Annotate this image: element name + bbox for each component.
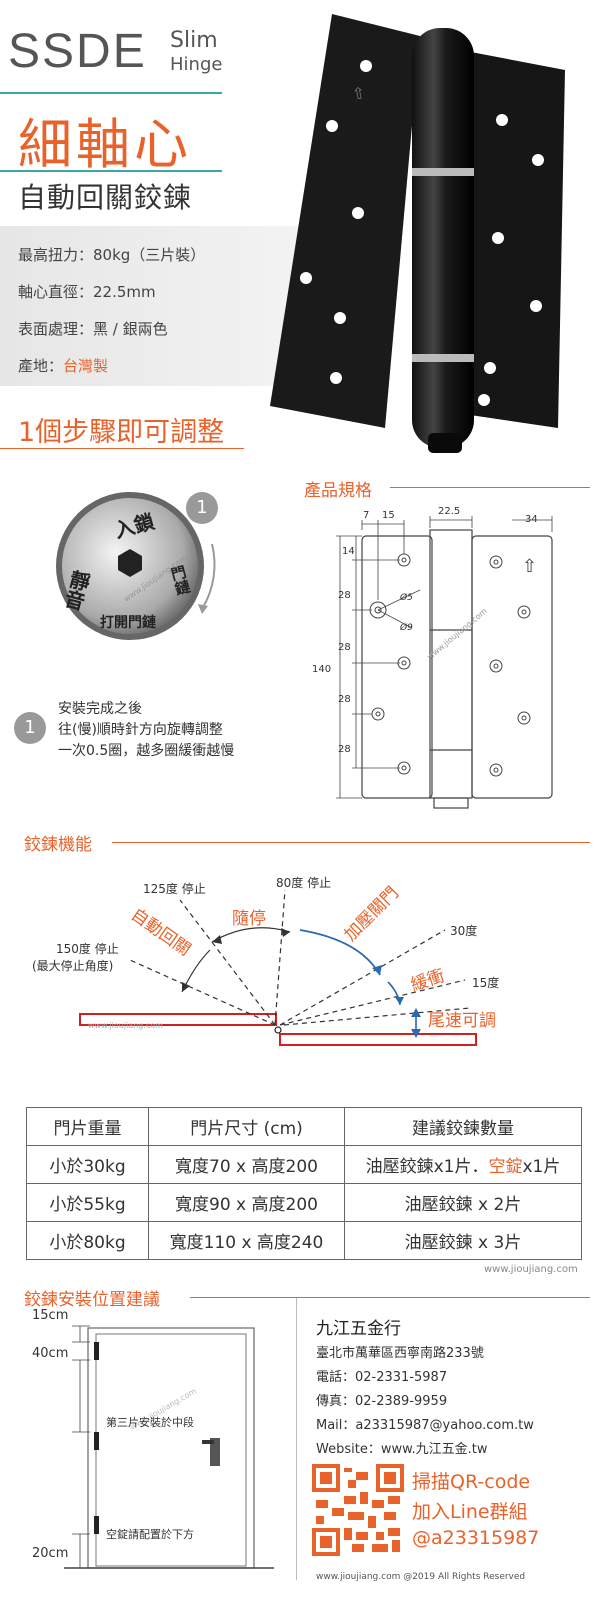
qr-line-3: @a23315987 (412, 1527, 540, 1549)
dim-d1: Ø5 (399, 592, 413, 603)
table-cell-weight: 小於30kg (26, 1145, 149, 1184)
function-heading: 鉸鍊機能 (24, 835, 92, 855)
install-dim-mid: 40cm (32, 1346, 69, 1361)
install-note-bottom: 空錠請配置於下方 (106, 1528, 194, 1541)
table-cell-qty: 油壓鉸鍊 x 3片 (344, 1221, 582, 1260)
spec-torque: 最高扭力：80kg（三片裝） (18, 246, 206, 264)
dim-w2: 15 (382, 510, 395, 521)
label-stop150-note: (最大停止角度) (32, 959, 114, 973)
company-website: Website：www.九江五金.tw (316, 1442, 488, 1457)
knob-label-bottom: 打開門鏈 (100, 615, 156, 631)
table-row: 小於80kg 寬度110 x 高度240 油壓鉸鍊 x 3片 (26, 1221, 582, 1260)
company-phone: 電話：02-2331-5987 (316, 1370, 448, 1385)
qr-line-2: 加入Line群組 (412, 1501, 528, 1523)
spec-diameter: 軸心直徑：22.5mm (18, 283, 156, 301)
adjust-instruction-2: 往(慢)順時針方向旋轉調整 (58, 722, 223, 738)
qr-code[interactable] (312, 1464, 404, 1556)
spec-heading: 產品規格 (304, 481, 372, 501)
dim-w4: 34 (525, 514, 538, 525)
table-header: 建議鉸鍊數量 (344, 1107, 582, 1146)
table-header-row: 門片重量 門片尺寸 (cm) 建議鉸鍊數量 (26, 1107, 582, 1146)
step-badge-top: 1 (186, 492, 218, 524)
table-cell-weight: 小於80kg (26, 1221, 149, 1260)
dim-h2: 28 (338, 590, 351, 601)
label-random-stop: 隨停 (232, 909, 266, 929)
table-cell-size: 寬度110 x 高度240 (148, 1221, 345, 1260)
dim-h1: 14 (342, 546, 355, 557)
install-dim-top: 15cm (32, 1308, 69, 1323)
install-heading: 鉸鍊安裝位置建議 (24, 1290, 160, 1310)
svg-text:⇧: ⇧ (522, 556, 537, 577)
table-cell-qty: 油壓鉸鍊x1片．空錠x1片 (344, 1145, 582, 1184)
company-mail: Mail：a23315987@yahoo.com.tw (316, 1418, 534, 1433)
sub-title: 自動回關鉸鍊 (18, 181, 193, 214)
footer-copyright: www.jioujiang.com @2019 All Rights Reser… (316, 1572, 526, 1582)
table-cell-weight: 小於55kg (26, 1183, 149, 1222)
svg-text:⇧: ⇧ (350, 83, 367, 104)
spec-origin: 產地：台灣製 (18, 357, 109, 375)
brand-sub-hinge: Hinge (170, 54, 223, 75)
table-cell-size: 寬度70 x 高度200 (148, 1145, 345, 1184)
dim-h-total: 140 (312, 664, 331, 675)
install-dim-bottom: 20cm (32, 1546, 69, 1561)
table-cell-qty: 油壓鉸鍊 x 2片 (344, 1183, 582, 1222)
table-header: 門片重量 (26, 1107, 149, 1146)
weight-table: 門片重量 門片尺寸 (cm) 建議鉸鍊數量 小於30kg 寬度70 x 高度20… (26, 1107, 582, 1260)
qr-line-1: 掃描QR-code (412, 1471, 531, 1493)
adjust-heading-underline (0, 448, 244, 449)
table-row: 小於30kg 寬度70 x 高度200 油壓鉸鍊x1片．空錠x1片 (26, 1145, 582, 1184)
adjust-heading: 1個步驟即可調整 (18, 417, 225, 448)
label-stop150: 150度 停止 (56, 942, 119, 956)
company-address: 臺北市萬華區西寧南路233號 (316, 1346, 484, 1361)
contact-divider (296, 1298, 297, 1580)
adjust-knob-illustration (56, 492, 216, 640)
spec-watermark: www.jioujiang.com (426, 606, 489, 661)
install-note-middle: 第三片安裝於中段 (106, 1416, 194, 1429)
spec-heading-rule (390, 487, 590, 488)
label-deg30: 30度 (450, 924, 478, 938)
function-diagram: www.jioujiang.com (79, 889, 477, 1046)
spec-band (0, 226, 300, 386)
step-badge: 1 (14, 712, 46, 744)
label-stop125: 125度 停止 (143, 882, 206, 896)
brand-sub-slim: Slim (170, 28, 218, 53)
teal-divider-2 (0, 170, 222, 172)
teal-divider (0, 92, 222, 94)
dim-h4: 28 (338, 694, 351, 705)
label-deg15: 15度 (472, 976, 500, 990)
adjust-instruction-3: 一次0.5圈，越多圈緩衝越慢 (58, 743, 235, 759)
table-watermark: www.jioujiang.com (484, 1264, 578, 1275)
dim-h5: 28 (338, 744, 351, 755)
spec-finish: 表面處理：黑 / 銀兩色 (18, 320, 168, 338)
install-heading-rule (190, 1297, 590, 1298)
company-fax: 傳真：02-2389-9959 (316, 1394, 448, 1409)
main-title: 細軸心 (18, 113, 192, 176)
dim-d2: Ø9 (399, 622, 413, 633)
brand-title: SSDE (8, 25, 147, 78)
dim-w1: 7 (363, 510, 369, 521)
adjust-instruction-1: 安裝完成之後 (58, 701, 142, 717)
table-cell-size: 寬度90 x 高度200 (148, 1183, 345, 1222)
label-tail-speed: 尾速可調 (428, 1011, 496, 1031)
door-diagram: www.jioujiang.com (64, 1325, 274, 1569)
table-row: 小於55kg 寬度90 x 高度200 油壓鉸鍊 x 2片 (26, 1183, 582, 1222)
spec-drawing: ⇧ 7 15 22.5 34 140 14 28 28 28 28 Ø5 Ø9 … (312, 506, 553, 809)
function-heading-rule (112, 842, 590, 843)
hinge-product-image: ⇧ (270, 14, 565, 453)
dim-w3: 22.5 (438, 506, 460, 517)
table-header: 門片尺寸 (cm) (148, 1107, 345, 1146)
label-stop80: 80度 停止 (276, 876, 332, 890)
company-name: 九江五金行 (316, 1319, 401, 1339)
function-watermark: www.jioujiang.com (88, 1021, 163, 1030)
dim-h3: 28 (338, 642, 351, 653)
